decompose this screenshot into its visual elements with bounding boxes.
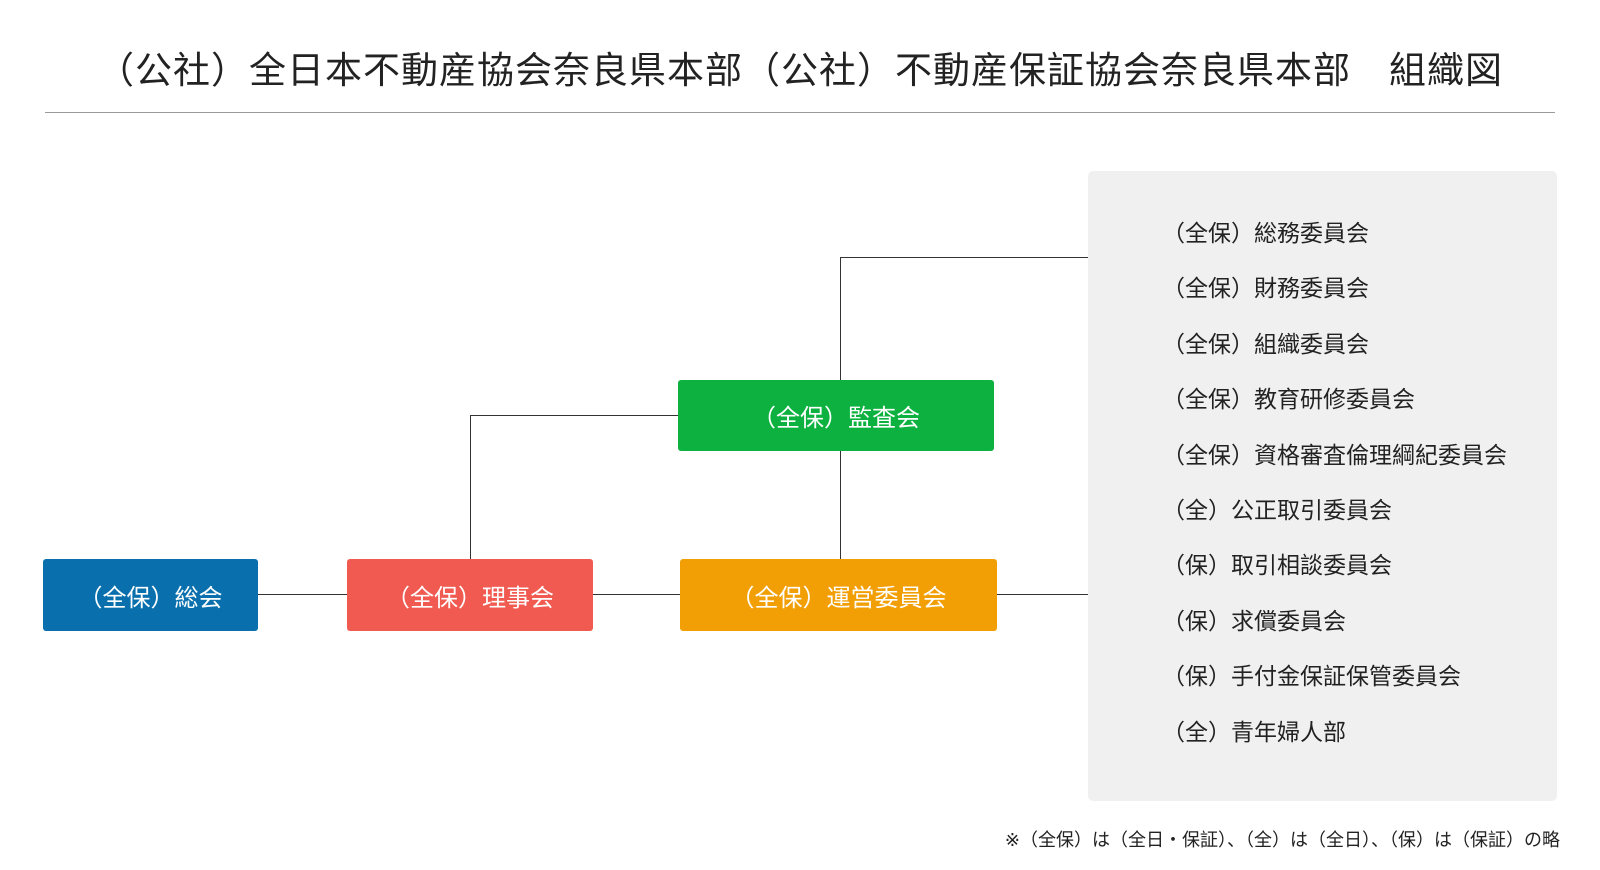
list-item: （全）青年婦人部 (1162, 719, 1346, 746)
committee-panel (1088, 171, 1557, 801)
committee-list: （全保）総務委員会 （全保）財務委員会 （全保）組織委員会 （全保）教育研修委員… (1162, 222, 1507, 776)
footnote: ※（全保）は（全日・保証）、（全）は（全日）、（保）は（保証）の略 (1004, 830, 1560, 851)
list-item: （保）求償委員会 (1162, 608, 1346, 635)
connector-steering-panel (997, 594, 1088, 595)
connector-audit-steering (840, 451, 841, 559)
connector-to-panel-top (840, 257, 1088, 258)
general-assembly-label: （全保）総会 (78, 583, 223, 612)
steering-label: （全保）運営委員会 (730, 583, 947, 612)
list-item: （保）取引相談委員会 (1162, 553, 1392, 580)
steering-node[interactable]: （全保）運営委員会 (680, 559, 997, 631)
connector-board-audit (470, 415, 678, 416)
audit-label: （全保）監査会 (752, 404, 920, 432)
list-item: （全保）財務委員会 (1162, 276, 1369, 303)
list-item: （全）公正取引委員会 (1162, 497, 1392, 524)
connector-assembly-board (258, 594, 347, 595)
audit-node[interactable]: （全保）監査会 (678, 380, 994, 451)
page-title: （公社）全日本不動産協会奈良県本部（公社）不動産保証協会奈良県本部 組織図 (97, 49, 1503, 92)
list-item: （保）手付金保証保管委員会 (1162, 664, 1461, 691)
title-divider (45, 112, 1555, 113)
connector-board-steering (593, 594, 680, 595)
board-node[interactable]: （全保）理事会 (347, 559, 593, 631)
board-label: （全保）理事会 (386, 583, 554, 612)
list-item: （全保）資格審査倫理綱紀委員会 (1162, 442, 1507, 469)
list-item: （全保）組織委員会 (1162, 331, 1369, 358)
connector-board-up (470, 415, 471, 559)
list-item: （全保）教育研修委員会 (1162, 387, 1415, 414)
connector-audit-up (840, 257, 841, 380)
list-item: （全保）総務委員会 (1162, 221, 1369, 247)
general-assembly-node[interactable]: （全保）総会 (43, 559, 258, 631)
